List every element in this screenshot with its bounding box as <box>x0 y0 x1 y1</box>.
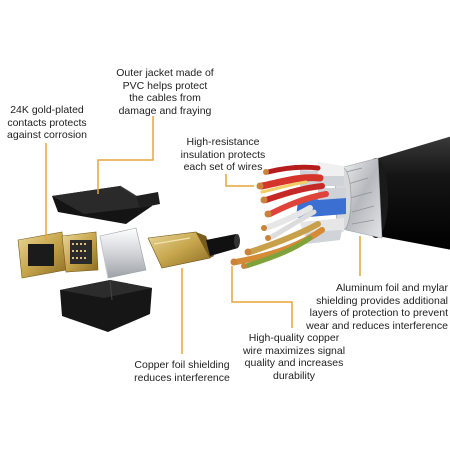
label-insulation: High-resistance insulation protects each… <box>180 136 266 173</box>
copper-wire-tips <box>230 169 272 269</box>
label-outer-jacket: Outer jacket made of PVC helps protect t… <box>116 67 214 117</box>
callout-line-copper-wire <box>231 266 293 328</box>
bottom-housing-shell <box>60 279 152 332</box>
label-copper-foil: Copper foil shielding reduces interferen… <box>134 359 230 384</box>
copper-foil-shield <box>147 231 214 269</box>
label-copper-wire: High-quality copper wire maximizes signa… <box>242 332 346 382</box>
label-aluminum-shielding: Aluminum foil and mylar shielding provid… <box>306 282 448 332</box>
dvi-gold-connector <box>17 231 99 279</box>
callout-line-jacket <box>97 116 154 194</box>
cable-ferrule <box>206 234 240 256</box>
callout-lines <box>45 116 361 354</box>
colored-wires <box>233 164 329 269</box>
top-housing-shell <box>52 185 160 224</box>
inner-housing <box>99 227 147 279</box>
label-gold-contacts: 24K gold-plated contacts protects agains… <box>7 104 87 141</box>
callout-line-insulation <box>225 174 254 187</box>
